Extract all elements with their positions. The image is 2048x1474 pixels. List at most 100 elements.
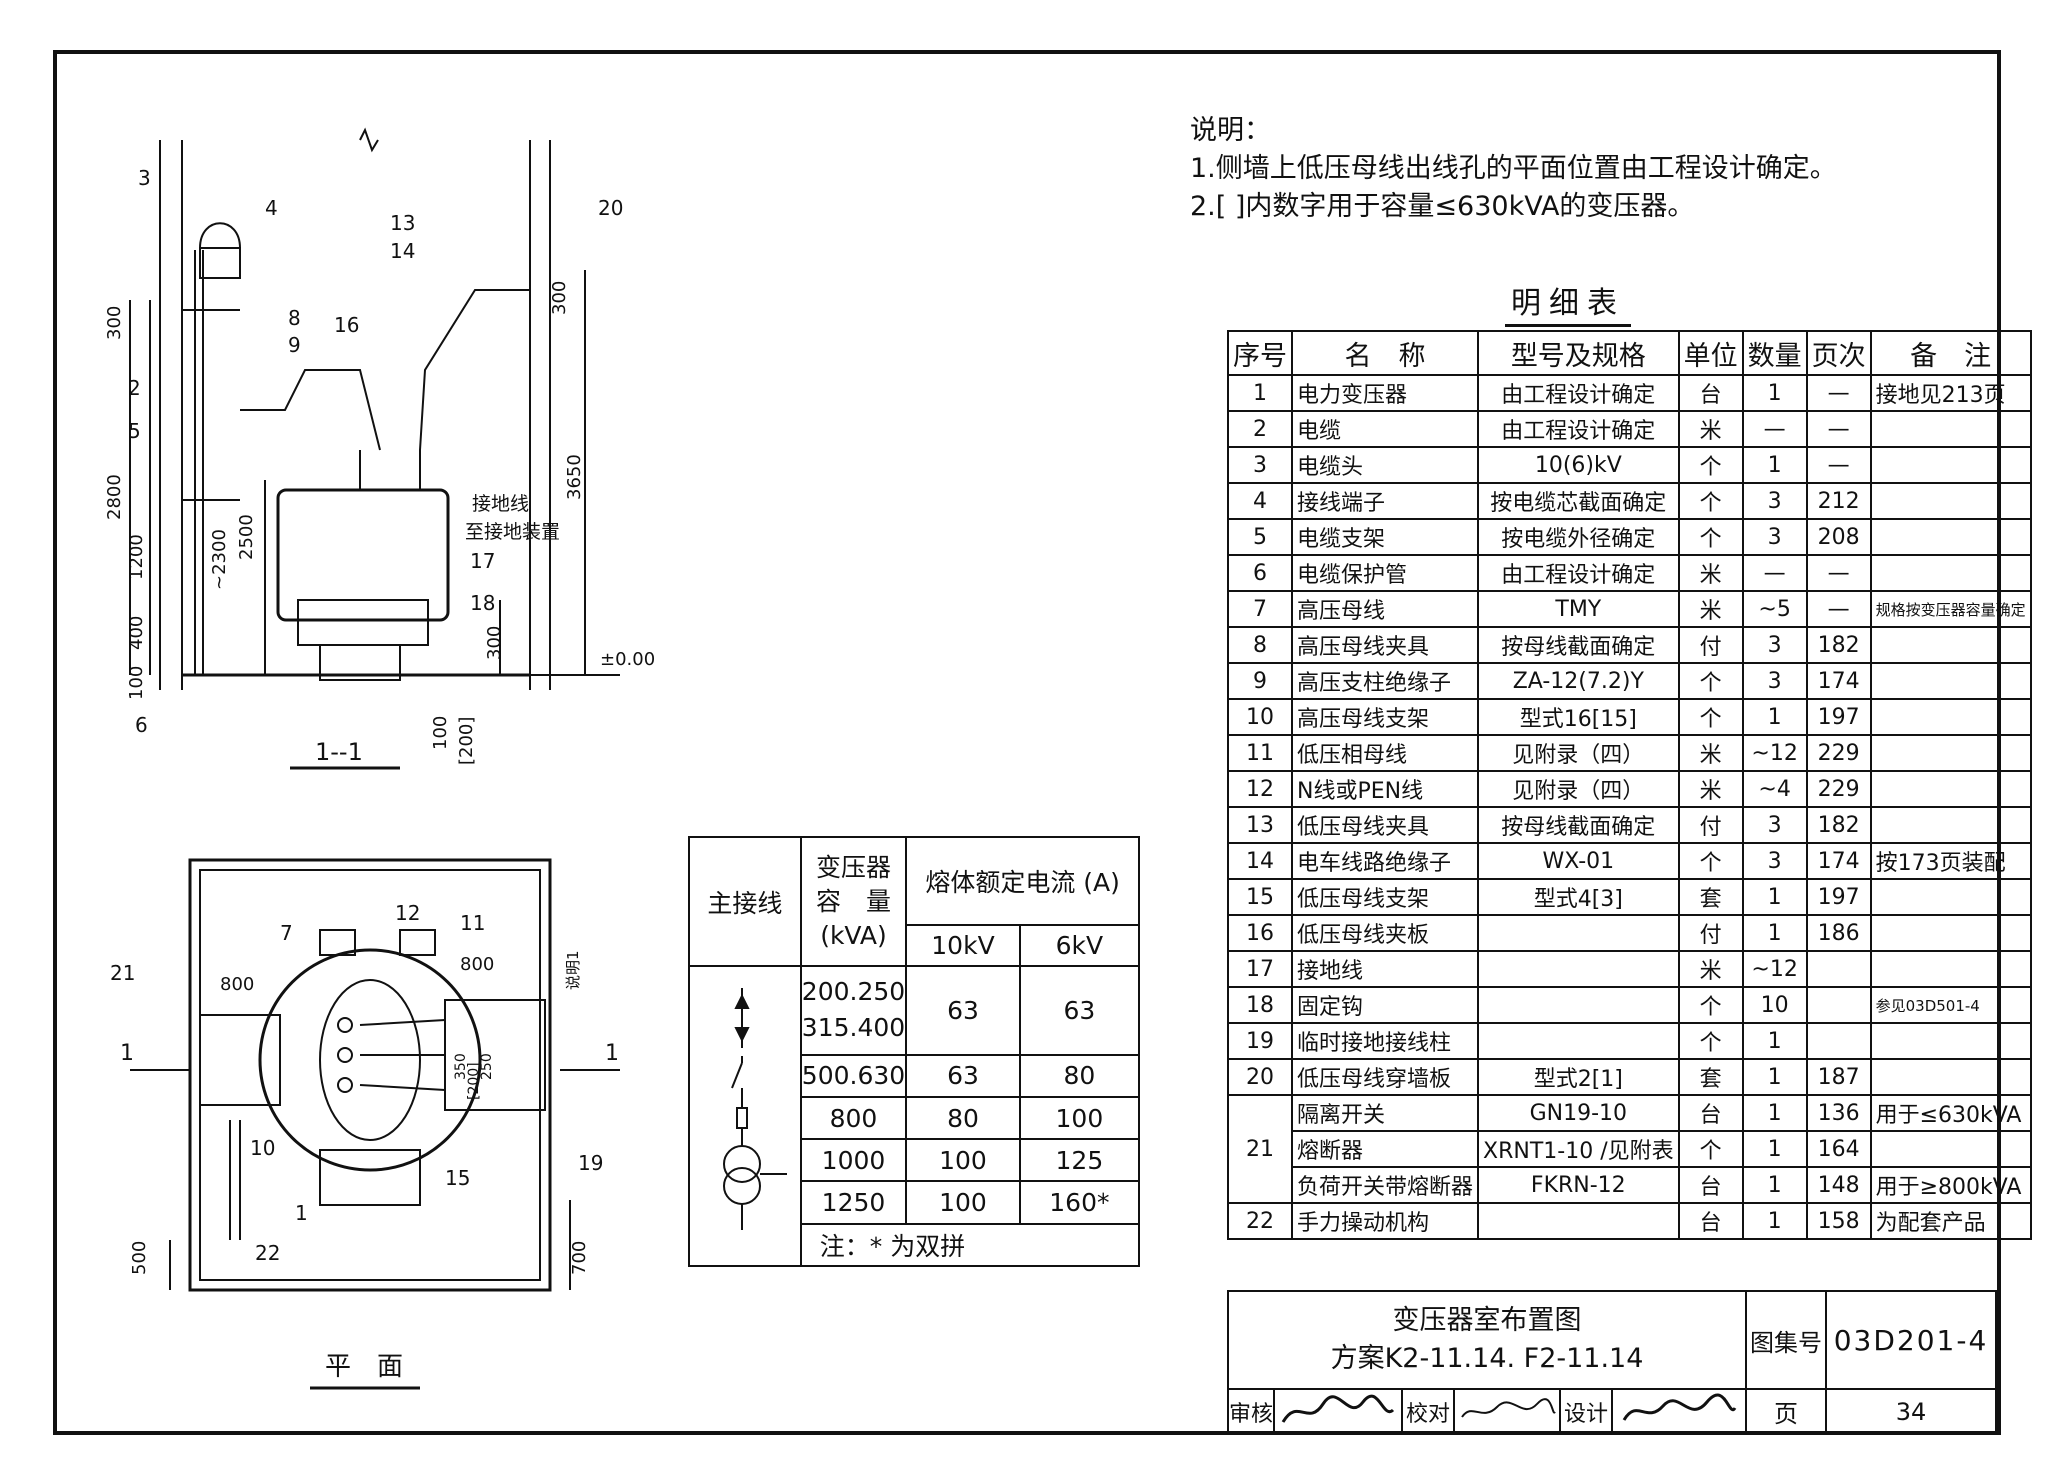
bom-cell-spec: 型式2[1] [1477, 1058, 1680, 1096]
bom-cell-page: — [1805, 554, 1872, 592]
bom-cell-name: 低压母线夹板 [1290, 914, 1480, 952]
bom-cell-remark: 用于≤630kVA [1869, 1094, 2032, 1132]
note-line-2: 2.[ ]内数字用于容量≤630kVA的变压器。 [1190, 191, 1695, 222]
bom-cell-unit: 个 [1677, 1022, 1744, 1060]
bom-cell-page: 197 [1805, 698, 1872, 736]
bom-cell-remark [1869, 1130, 2032, 1168]
plan-dim-800-right: 800 [460, 954, 494, 975]
drawing-title: 变压器室布置图 [1392, 1305, 1582, 1336]
fuse-cap-1a: 200.250 [801, 977, 906, 1007]
fuse-10kv-1: 63 [905, 965, 1021, 1056]
fuse-10kv-4: 100 [905, 1138, 1021, 1183]
callout-5: 5 [128, 419, 141, 443]
bom-cell-qty: 1 [1741, 1022, 1808, 1060]
bom-header-page: 页次 [1805, 330, 1872, 376]
check-signature-mark [1461, 1397, 1556, 1418]
bom-cell-no: 6 [1227, 554, 1293, 592]
bom-cell-page: 174 [1805, 662, 1872, 700]
plan-callout-21: 21 [110, 961, 135, 985]
callout-16: 16 [334, 313, 359, 337]
bom-cell-qty: 1 [1741, 1058, 1808, 1096]
bom-cell-spec: WX-01 [1477, 842, 1680, 880]
ground-text-1: 接地线 [472, 493, 529, 515]
bom-cell-page: 148 [1805, 1166, 1872, 1204]
level-zero: ±0.00 [600, 649, 655, 670]
bom-cell-no: 12 [1227, 770, 1293, 808]
bom-cell-name: 熔断器 [1290, 1130, 1480, 1168]
bom-cell-remark [1869, 662, 2032, 700]
bom-cell-name: 电缆头 [1290, 446, 1480, 484]
bom-cell-unit: 米 [1677, 734, 1744, 772]
bom-cell-page [1805, 950, 1872, 988]
bom-cell-unit: 台 [1677, 1166, 1744, 1204]
plan-callout-19: 19 [578, 1151, 603, 1175]
bom-cell-spec: 按电缆外径确定 [1477, 518, 1680, 556]
bom-cell-remark: 规格按变压器容量确定 [1869, 590, 2032, 628]
bom-cell-qty: 1 [1741, 1166, 1808, 1204]
bom-cell-spec: 10(6)kV [1477, 446, 1680, 484]
bom-cell-name: 低压相母线 [1290, 734, 1480, 772]
dim-2500: 2500 [236, 514, 257, 560]
bom-cell-unit: 米 [1677, 590, 1744, 628]
callout-6: 6 [135, 713, 148, 737]
plan-callout-22: 22 [255, 1241, 280, 1265]
bom-cell-remark: 为配套产品 [1869, 1202, 2032, 1240]
section-mark-left: 1 [120, 1041, 134, 1066]
bom-cell-name: 低压母线支架 [1290, 878, 1480, 916]
review-signature-mark [1281, 1394, 1395, 1423]
bom-header-spec: 型号及规格 [1477, 330, 1680, 376]
bom-cell-page [1805, 986, 1872, 1024]
bom-cell-name: 低压母线穿墙板 [1290, 1058, 1480, 1096]
bom-cell-unit: 个 [1677, 842, 1744, 880]
callout-13: 13 [390, 211, 415, 235]
bom-cell-qty: 1 [1741, 914, 1808, 952]
bom-cell-unit: 个 [1677, 446, 1744, 484]
bom-cell-name: 高压母线夹具 [1290, 626, 1480, 664]
dim-300-right: 300 [549, 281, 570, 315]
bom-cell-qty: 1 [1741, 446, 1808, 484]
callout-20: 20 [598, 196, 623, 220]
bom-cell-no: 3 [1227, 446, 1293, 484]
fuse-header-capacity-1: 变压器 [815, 852, 891, 882]
bom-cell-remark: 用于≥800kVA [1869, 1166, 2032, 1204]
bom-cell-spec: 型式4[3] [1477, 878, 1680, 916]
bom-cell-name: 固定钩 [1290, 986, 1480, 1024]
bom-cell-unit: 付 [1677, 914, 1744, 952]
bom-cell-qty: 1 [1741, 878, 1808, 916]
bom-cell-spec: GN19-10 [1477, 1094, 1680, 1132]
bom-cell-unit: 米 [1677, 770, 1744, 808]
bom-cell-page: 186 [1805, 914, 1872, 952]
page-number: 34 [1825, 1388, 1997, 1435]
bom-cell-remark [1869, 518, 2032, 556]
bom-cell-no: 9 [1227, 662, 1293, 700]
bom-cell-remark [1869, 410, 2032, 448]
check-signature [1453, 1388, 1561, 1435]
plan-callout-15: 15 [445, 1166, 470, 1190]
bom-cell-qty: 3 [1741, 518, 1808, 556]
plan-dim-800-left: 800 [220, 974, 254, 995]
bom-cell-remark [1869, 878, 2032, 916]
fuse-10kv-5: 100 [905, 1180, 1021, 1225]
bom-cell-name: 电缆 [1290, 410, 1480, 448]
bom-cell-spec: 由工程设计确定 [1477, 374, 1680, 412]
bom-cell-remark [1869, 1022, 2032, 1060]
bom-cell-no: 17 [1227, 950, 1293, 988]
dim-2300: ~2300 [209, 529, 230, 590]
main-wiring-symbol [722, 988, 787, 1230]
note-line-1: 1.侧墙上低压母线出线孔的平面位置由工程设计确定。 [1190, 153, 1837, 184]
bom-cell-unit: 付 [1677, 626, 1744, 664]
bom-cell-qty: 3 [1741, 626, 1808, 664]
bom-cell-no: 13 [1227, 806, 1293, 844]
dim-2800: 2800 [104, 474, 125, 520]
